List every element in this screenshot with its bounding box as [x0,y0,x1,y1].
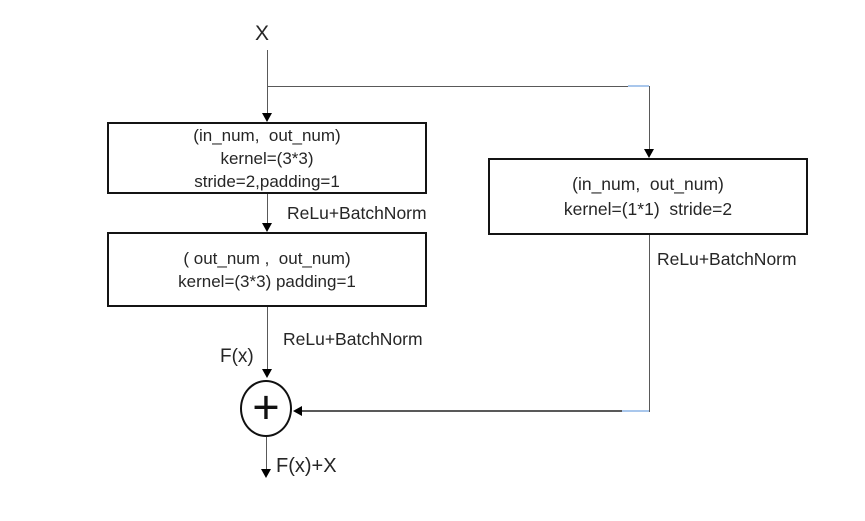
edge-conv2-to-sum [266,307,269,370]
edge-label-after-conv2: ReLu+BatchNorm [283,329,423,349]
input-label: X [255,22,270,45]
conv1-line2: kernel=(3*3) [220,148,314,168]
conv1-box: (in_num, out_num) kernel=(3*3) stride=2,… [107,122,427,194]
arrowhead-into-conv1-icon [262,113,272,122]
edge-shortcut-down [648,235,651,411]
conv2-box: ( out_num , out_num) kernel=(3*3) paddin… [107,232,427,307]
edge-shortcut-to-sum [302,410,650,412]
edge-branch-horizontal [267,85,650,88]
fx-label: F(x) [220,346,254,367]
sum-node: + [240,380,292,437]
arrowhead-into-sum-right-icon [293,405,302,416]
conv1-line1: (in_num, out_num) [193,125,341,145]
conv1-line3: stride=2,padding=1 [194,171,340,191]
branch-corner-artifact [628,85,649,88]
edge-conv1-to-conv2 [266,194,269,224]
shortcut-line2: kernel=(1*1) stride=2 [563,198,733,219]
edge-sum-to-output [265,437,268,470]
arrowhead-into-sum-top-icon [262,369,272,378]
output-label: F(x)+X [276,455,337,477]
edge-input-to-conv1 [266,50,269,114]
plus-icon: + [252,380,280,433]
arrowhead-output-icon [261,469,271,478]
conv2-line2: kernel=(3*3) padding=1 [178,271,356,291]
shortcut-corner-artifact [622,410,649,412]
arrowhead-into-conv2-icon [262,223,272,232]
edge-label-after-shortcut: ReLu+BatchNorm [657,249,797,269]
shortcut-line1: (in_num, out_num) [572,173,724,194]
conv2-line1: ( out_num , out_num) [183,248,351,268]
edge-branch-to-shortcut [648,86,651,149]
edge-label-after-conv1: ReLu+BatchNorm [287,203,427,223]
arrowhead-into-shortcut-icon [644,149,654,158]
shortcut-conv-box: (in_num, out_num) kernel=(1*1) stride=2 [488,158,808,235]
